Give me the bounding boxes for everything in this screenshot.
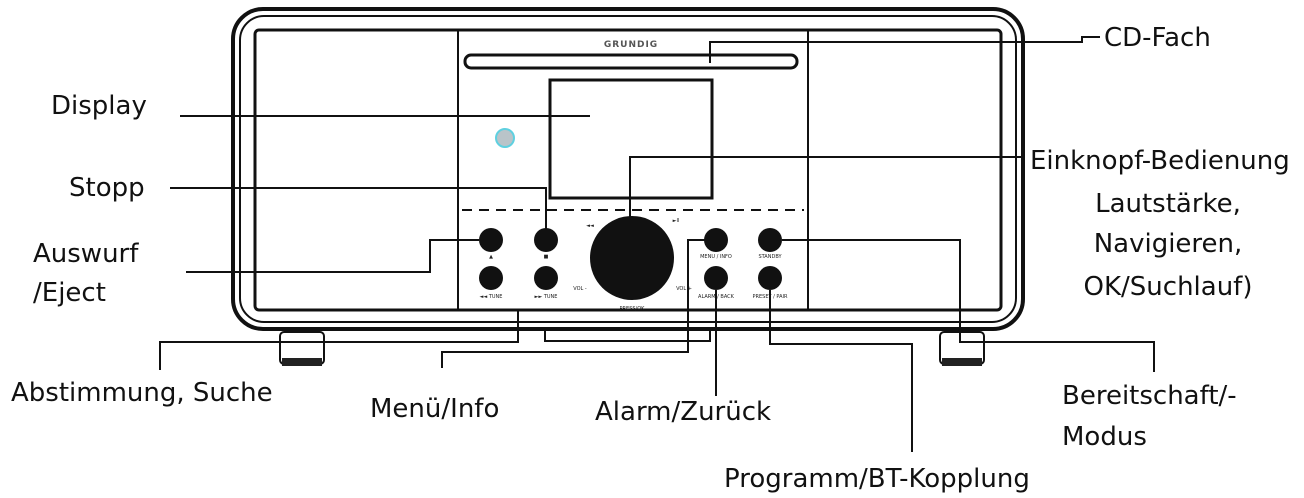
einknopf-leader — [629, 156, 1025, 228]
menu-info-legend: MENU / INFO — [700, 254, 732, 260]
label-abstimmung: Abstimmung, Suche — [11, 378, 273, 408]
eject-button[interactable] — [479, 228, 503, 252]
brand-logo: GRUNDIG — [604, 40, 658, 50]
preset-pair-button[interactable] — [758, 266, 782, 290]
label-einknopf-3: Navigieren, — [1094, 229, 1243, 259]
tune-forward-button[interactable] — [534, 266, 558, 290]
label-display: Display — [51, 91, 147, 121]
control-knob[interactable] — [590, 216, 674, 300]
bereitschaft-leader — [782, 239, 1155, 372]
menu-info-button[interactable] — [704, 228, 728, 252]
front-panel — [253, 28, 1003, 312]
label-einknopf-1: Einknopf-Bedienung — [1030, 146, 1290, 176]
programm-leader — [769, 290, 913, 452]
pause-legend: ►II — [673, 218, 680, 224]
vol-plus-legend: VOL + — [676, 286, 692, 292]
cd-fach-leader — [709, 36, 1100, 63]
label-auswurf-2: /Eject — [33, 278, 106, 308]
label-cd-fach: CD-Fach — [1104, 23, 1211, 53]
label-auswurf-1: Auswurf — [33, 239, 139, 269]
standby-legend: STANDBY — [758, 254, 782, 260]
base-plate — [544, 328, 711, 342]
stop-button[interactable] — [534, 228, 558, 252]
label-menu-info: Menü/Info — [370, 394, 499, 424]
cabinet-inner-frame — [239, 15, 1017, 323]
tune-back-button[interactable] — [479, 266, 503, 290]
alarm-back-button[interactable] — [704, 266, 728, 290]
vol-minus-legend: VOL - — [573, 286, 587, 292]
label-bereitschaft-1: Bereitschaft/- — [1062, 381, 1237, 411]
label-programm: Programm/BT-Kopplung — [724, 464, 1030, 494]
abstimmung-leader — [159, 310, 519, 370]
ir-sensor — [495, 128, 515, 148]
menu-info-leader — [441, 239, 705, 368]
skip-back-legend: ◄◄ — [586, 223, 594, 229]
fwd-tune-legend: ►► TUNE — [535, 294, 558, 300]
stopp-leader — [170, 187, 547, 230]
auswurf-leader — [186, 239, 479, 273]
label-einknopf-4: OK/Suchlauf) — [1084, 272, 1253, 302]
label-alarm: Alarm/Zurück — [595, 397, 771, 427]
right-foot — [939, 331, 985, 366]
label-einknopf-2: Lautstärke, — [1095, 189, 1241, 219]
left-foot — [279, 331, 325, 366]
callout-labels: CD-Fach Display Einknopf-Bedienung Lauts… — [11, 23, 1290, 494]
standby-button[interactable] — [758, 228, 782, 252]
rew-tune-legend: ◄◄ TUNE — [480, 294, 503, 300]
leader-lines — [159, 36, 1155, 452]
eject-legend: ▲ — [489, 254, 493, 260]
label-stopp: Stopp — [69, 173, 145, 203]
knob-legend: PRESS/OK — [620, 306, 646, 312]
cd-slot — [463, 53, 799, 70]
stop-legend: ■ — [544, 254, 549, 260]
label-bereitschaft-2: Modus — [1062, 422, 1147, 452]
